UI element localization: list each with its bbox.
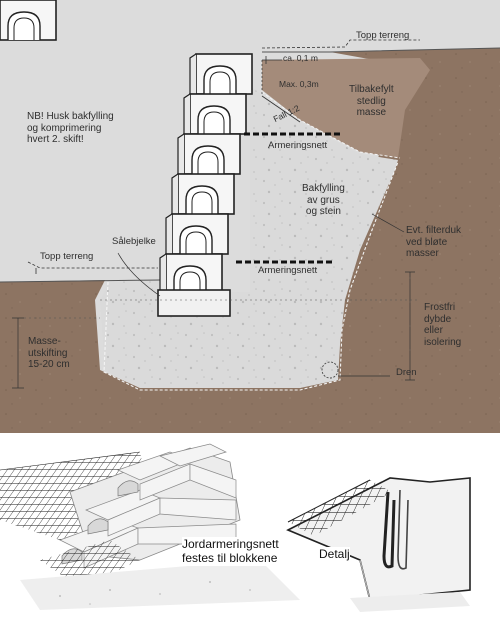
bakfylling-label: Bakfylling av grus og stein [302,183,345,217]
backfill-note: NB! Husk bakfylling og komprimering hver… [27,111,114,145]
natural-soil [0,48,500,433]
local-backfill [262,58,430,158]
salebjelke-label: Sålebjelke [112,236,156,247]
armering-lower-label: Armeringsnett [258,265,318,276]
top-terrain-left-label: Topp terreng [40,251,94,262]
armering-upper-label: Armeringsnett [268,140,328,151]
frostfri-label: Frostfri dybde eller isolering [424,302,462,348]
ca-01m-label: ca. 0,1 m [283,53,318,63]
hill-soil [330,48,500,433]
detail-illustration [286,477,471,612]
caption-detail: Detalj [319,547,350,562]
top-terrain-right-label: Topp terreng [356,30,410,41]
retaining-wall-blocks [0,0,253,317]
max-03m-label: Max. 0,3m [279,79,319,89]
block-stack-illustration [0,443,300,610]
dren-label: Dren [396,367,417,378]
filterduk-label: Evt. filterduk ved bløte masser [406,225,462,259]
caption-mesh-fastened: Jordarmeringsnett festes til blokkene [182,537,279,566]
tilbakefylt-label: Tilbakefylt stedlig masse [349,84,394,118]
masseutskifting-label: Masse- utskifting 15-20 cm [28,336,70,370]
